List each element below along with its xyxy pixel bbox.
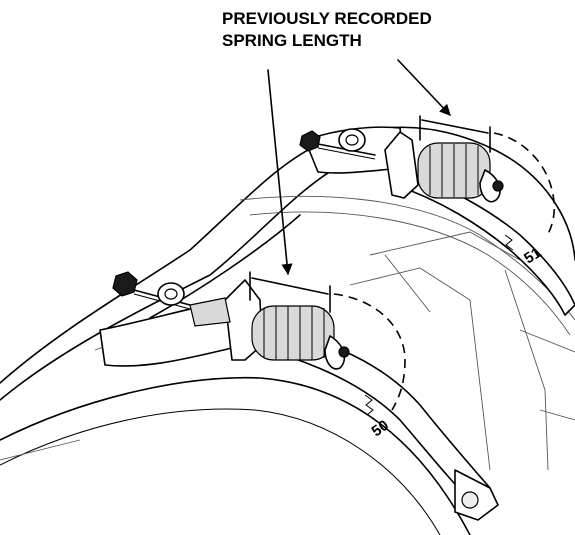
measure-front (249, 271, 331, 313)
scale-mark-front: 50 (369, 417, 392, 440)
lower-bracket (454, 469, 499, 521)
scale-mark-rear: 51 (521, 244, 544, 267)
measure-rear (419, 115, 491, 153)
callout-line-1: PREVIOUSLY RECORDED (222, 9, 432, 28)
callout-line-2: SPRING LENGTH (222, 31, 362, 50)
rear-hardware (299, 126, 504, 203)
front-nut (112, 271, 138, 297)
dashed-line-front (333, 293, 406, 411)
dashed-line-rear (493, 132, 555, 237)
leader-arrow-front (267, 69, 293, 276)
leader-arrow-rear (397, 59, 451, 116)
rear-nut (299, 130, 321, 152)
front-hardware (99, 271, 350, 370)
front-spring (251, 305, 335, 361)
